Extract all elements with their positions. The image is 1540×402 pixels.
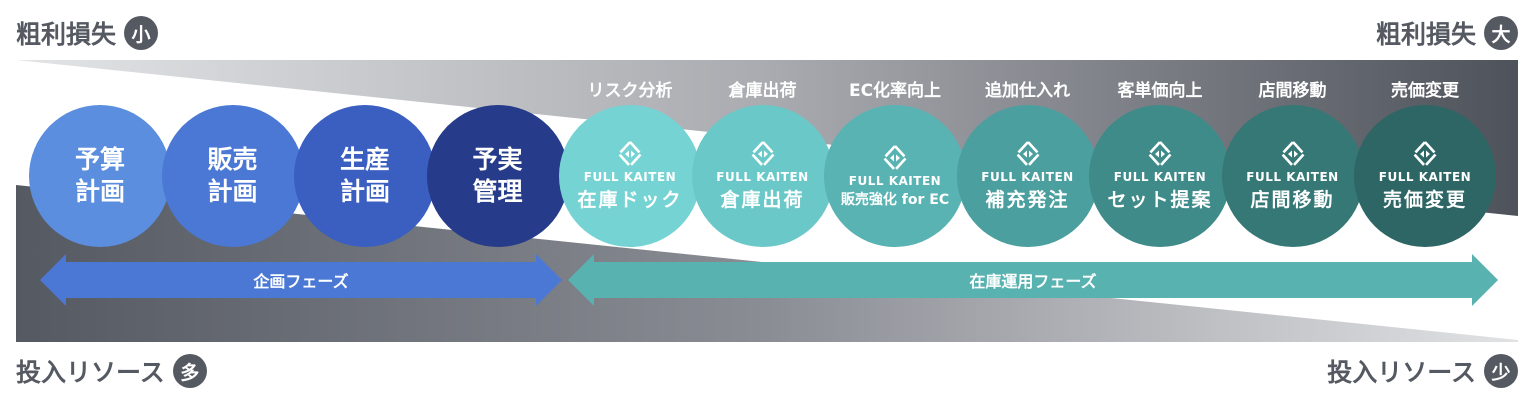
product-circle: FULL KAITEN 店間移動	[1221, 105, 1364, 247]
product-circle: FULL KAITEN 販売強化 for EC	[824, 105, 966, 247]
gross-loss-large-label: 粗利損失 大	[1376, 15, 1518, 51]
large-badge: 大	[1484, 16, 1518, 50]
full-kaiten-logo-icon	[882, 143, 908, 172]
full-kaiten-logo-icon	[1412, 140, 1438, 168]
product-caption: 店間移動	[1258, 81, 1327, 101]
product-name: 店間移動	[1250, 189, 1335, 211]
product-circle: FULL KAITEN セット提案	[1089, 105, 1231, 247]
small-badge: 小	[124, 16, 159, 50]
product-name: 販売強化 for EC	[840, 191, 950, 208]
product-name: 在庫ドック	[577, 189, 683, 211]
circle-line2: 管理	[472, 177, 523, 206]
gross-loss-text: 粗利損失	[16, 20, 117, 49]
brand-text: FULL KAITEN	[583, 170, 677, 184]
product-caption: 倉庫出荷	[728, 81, 797, 101]
circle-line1: 予算	[74, 145, 125, 174]
few-badge: 少	[1484, 354, 1518, 388]
brand-text: FULL KAITEN	[848, 173, 942, 188]
product-name: セット提案	[1107, 189, 1213, 211]
full-kaiten-logo-icon	[1147, 140, 1173, 168]
circle-line2: 計画	[339, 177, 390, 206]
gross-loss-text: 粗利損失	[1375, 20, 1476, 49]
product-caption: 客単価向上	[1117, 81, 1203, 101]
full-kaiten-logo-icon	[749, 140, 776, 168]
product-caption: リスク分析	[587, 81, 673, 101]
full-kaiten-logo-icon	[617, 140, 643, 168]
circle-line2: 計画	[207, 177, 258, 206]
circle-line1: 生産	[339, 145, 390, 174]
circle-line1: 予実	[472, 145, 523, 174]
planning-circle: 予算計画	[29, 105, 171, 247]
brand-text: FULL KAITEN	[1378, 170, 1472, 184]
circle-line1: 販売	[207, 145, 258, 174]
operation-phase-arrow	[568, 254, 1498, 306]
circle-line2: 計画	[74, 177, 125, 206]
product-circle: FULL KAITEN 補充発注	[956, 105, 1099, 247]
product-circle: FULL KAITEN 倉庫出荷	[691, 105, 834, 247]
product-circle: FULL KAITEN 在庫ドック	[559, 105, 701, 247]
planning-phase-arrow	[40, 254, 562, 306]
brand-text: FULL KAITEN	[981, 170, 1074, 184]
product-name: 倉庫出荷	[720, 189, 805, 211]
brand-text: FULL KAITEN	[1246, 170, 1339, 184]
product-caption: 売価変更	[1391, 81, 1459, 101]
full-kaiten-logo-icon	[1014, 140, 1041, 168]
resources-text: 投入リソース	[16, 358, 165, 387]
resources-few-label: 投入リソース 少	[1327, 353, 1518, 389]
operation-phase-label: 在庫運用フェーズ	[969, 272, 1097, 291]
full-kaiten-logo-icon	[1279, 140, 1306, 168]
brand-text: FULL KAITEN	[1113, 170, 1207, 184]
planning-circle: 販売計画	[161, 105, 304, 247]
product-caption: 追加仕入れ	[985, 81, 1070, 101]
product-caption: EC化率向上	[848, 81, 942, 101]
planning-circle: 予実管理	[426, 105, 569, 247]
planning-circle: 生産計画	[294, 105, 436, 247]
gross-loss-small-label: 粗利損失 小	[16, 15, 159, 51]
product-name: 補充発注	[985, 189, 1070, 211]
resources-text: 投入リソース	[1327, 358, 1476, 387]
many-badge: 多	[172, 354, 207, 388]
brand-text: FULL KAITEN	[716, 170, 809, 184]
product-circle: FULL KAITEN 売価変更	[1354, 105, 1496, 247]
resources-many-label: 投入リソース 多	[16, 353, 207, 389]
product-name: 売価変更	[1382, 189, 1467, 211]
planning-phase-label: 企画フェーズ	[253, 272, 349, 291]
